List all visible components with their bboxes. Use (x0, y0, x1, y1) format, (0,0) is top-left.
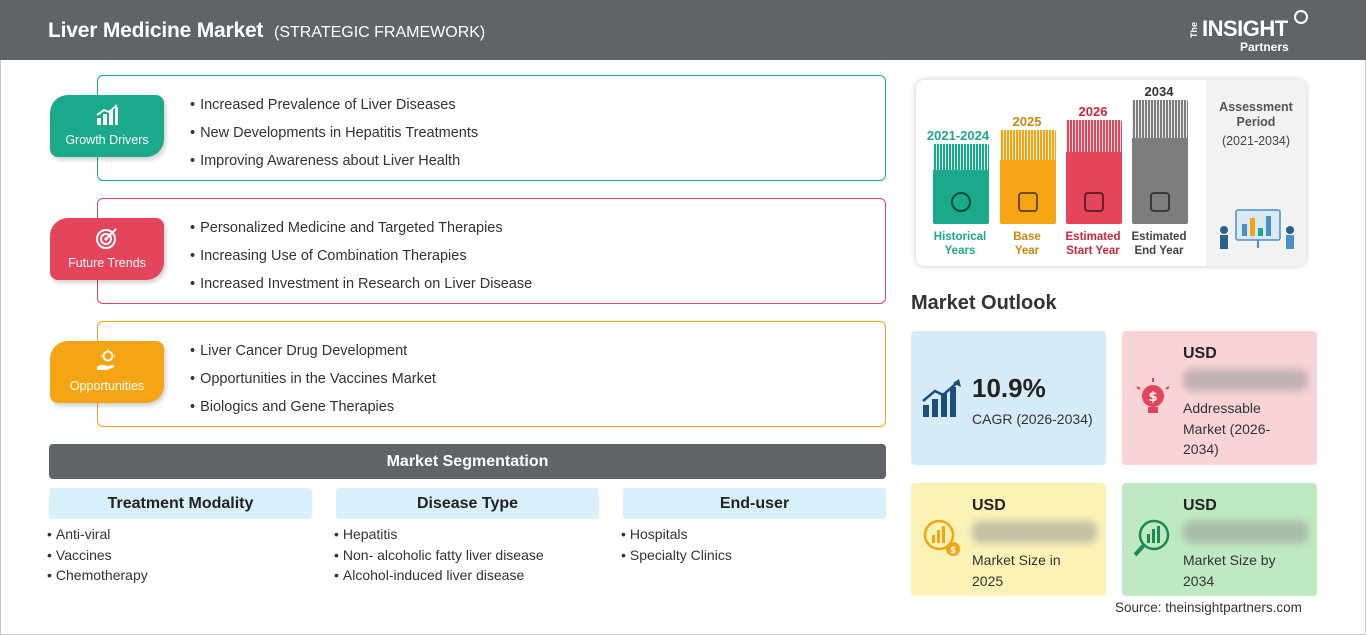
badge-label: Opportunities (69, 379, 145, 393)
addressable-usd: USD (1183, 345, 1217, 362)
future-trends-badge: Future Trends (50, 218, 164, 280)
insight-partners-logo[interactable]: The INSIGHT Partners (1189, 8, 1310, 54)
opportunities-badge: Opportunities (50, 341, 164, 403)
history-icon (951, 192, 971, 212)
page-subtitle: (STRATEGIC FRAMEWORK) (274, 24, 486, 41)
list-item: Personalized Medicine and Targeted Thera… (190, 219, 532, 247)
addressable-desc: Addressable Market (2026- 2034) (1183, 400, 1271, 457)
list-item: Hepatitis (334, 525, 544, 546)
bar-historical (933, 144, 989, 224)
market-segmentation-bar: Market Segmentation (49, 444, 886, 479)
header-bar: Liver Medicine Market (STRATEGIC FRAMEWO… (0, 0, 1366, 60)
list-item: Non- alcoholic fatty liver disease (334, 546, 544, 567)
segment-list-treatment: Anti-viral Vaccines Chemotherapy (47, 525, 148, 587)
list-item: Vaccines (47, 546, 148, 567)
list-item: Opportunities in the Vaccines Market (190, 370, 436, 398)
year-start: 2026 (1078, 104, 1108, 119)
svg-text:$: $ (950, 546, 956, 556)
cagr-value: 10.9% (972, 373, 1046, 403)
list-item: Increasing Use of Combination Therapies (190, 247, 532, 275)
hand-bulb-icon (97, 349, 115, 370)
logo-insight: INSIGHT (1202, 16, 1288, 41)
assessment-range: (2021-2034) (1221, 134, 1291, 148)
list-item: Hospitals (621, 525, 732, 546)
assessment-title: Assessment Period (1219, 100, 1293, 129)
market-outlook-title: Market Outlook (911, 292, 1057, 314)
list-item: Alcohol-induced liver disease (334, 566, 544, 587)
growth-drivers-list: Increased Prevalence of Liver Diseases N… (190, 96, 478, 180)
segment-header-enduser: End-user (623, 488, 886, 519)
list-item: Specialty Clinics (621, 546, 732, 567)
assessment-period-panel: 2021-2024 Historical Years 2025 Base Yea… (916, 80, 1306, 266)
svg-text:$: $ (1148, 390, 1157, 405)
year-historical: 2021-2024 (926, 128, 990, 143)
list-item: Chemotherapy (47, 566, 148, 587)
target-icon (96, 228, 117, 249)
logo-partners: Partners (1240, 40, 1289, 54)
opportunities-box: Liver Cancer Drug Development Opportunit… (97, 321, 886, 427)
page-title: Liver Medicine Market (48, 19, 264, 42)
badge-label: Growth Drivers (65, 133, 149, 147)
analytics-people-icon (1220, 209, 1294, 249)
segment-list-enduser: Hospitals Specialty Clinics (621, 525, 732, 566)
segment-header-treatment: Treatment Modality (49, 488, 312, 519)
size2034-desc: Market Size by 2034 (1183, 552, 1276, 589)
future-trends-box: Personalized Medicine and Targeted Thera… (97, 198, 886, 304)
assessment-side: Assessment Period (2021-2034) (1206, 80, 1306, 266)
segment-header-disease: Disease Type (336, 488, 599, 519)
label-historical: Historical Years (933, 231, 987, 257)
size2025-desc: Market Size in 2025 (972, 552, 1061, 589)
bar-base (1000, 130, 1056, 224)
list-item: Anti-viral (47, 525, 148, 546)
money-chart-icon: $ (923, 519, 960, 556)
segment-list-disease: Hepatitis Non- alcoholic fatty liver dis… (334, 525, 544, 587)
list-item: Biologics and Gene Therapies (190, 398, 436, 426)
growth-drivers-box: Increased Prevalence of Liver Diseases N… (97, 75, 886, 181)
logo-bulb-icon (1294, 10, 1308, 24)
growth-drivers-badge: Growth Drivers (50, 95, 164, 157)
list-item: New Developments in Hepatitis Treatments (190, 124, 478, 152)
bar-start (1066, 120, 1122, 224)
market-size-2025-card: $ USD Market Size in 2025 (911, 483, 1106, 596)
year-base: 2025 (1012, 114, 1042, 129)
source-link[interactable]: Source: theinsightpartners.com (1115, 600, 1302, 615)
presentation-icon (1150, 192, 1170, 212)
cagr-label: CAGR (2026-2034) (972, 411, 1093, 427)
label-end: Estimated End Year (1131, 231, 1187, 257)
logo-the: The (1189, 22, 1199, 39)
future-trends-list: Personalized Medicine and Targeted Thera… (190, 219, 532, 303)
badge-label: Future Trends (68, 256, 146, 270)
list-item: Increased Investment in Research on Live… (190, 275, 532, 303)
cagr-card: 10.9% CAGR (2026-2034) (911, 331, 1106, 465)
market-size-2034-card: USD Market Size by 2034 (1122, 483, 1317, 596)
forecast-icon (1084, 192, 1104, 212)
year-end: 2034 (1144, 84, 1174, 99)
blurred-value (972, 521, 1097, 543)
blurred-value (1183, 369, 1308, 391)
blurred-value (1183, 521, 1308, 543)
list-item: Liver Cancer Drug Development (190, 342, 436, 370)
growth-chart-icon (922, 379, 961, 417)
size2025-usd: USD (972, 497, 1006, 514)
chart-search-icon (1133, 519, 1170, 557)
list-item: Increased Prevalence of Liver Diseases (190, 96, 478, 124)
label-base: Base Year (1013, 231, 1041, 257)
size2034-usd: USD (1183, 497, 1217, 514)
opportunities-list: Liver Cancer Drug Development Opportunit… (190, 342, 436, 426)
list-item: Improving Awareness about Liver Health (190, 152, 478, 180)
calendar-icon (1018, 192, 1038, 212)
label-start: Estimated Start Year (1065, 231, 1121, 257)
idea-dollar-icon: $ (1136, 378, 1170, 413)
growth-bars-icon (96, 104, 118, 125)
bar-end (1132, 100, 1188, 224)
addressable-market-card: $ USD Addressable Market (2026- 2034) (1122, 331, 1317, 465)
